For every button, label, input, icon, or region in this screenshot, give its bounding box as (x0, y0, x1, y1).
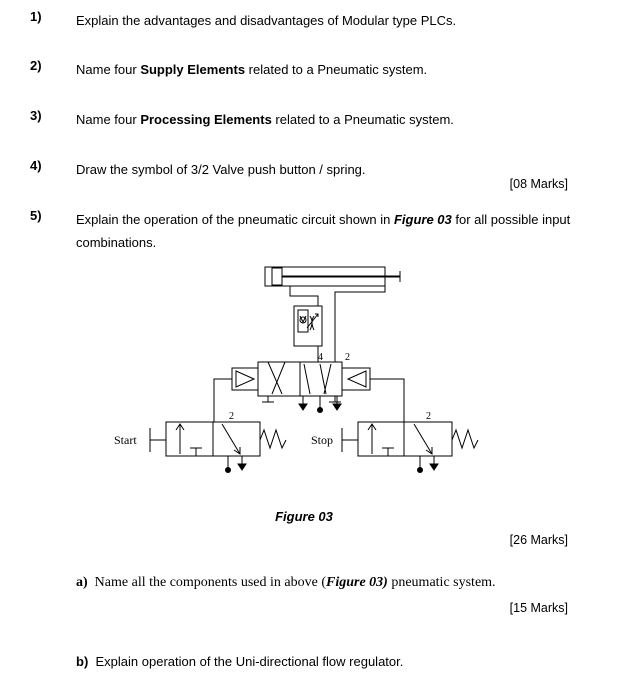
stop-valve-3-2 (341, 421, 479, 471)
marks-q1-4: [08 Marks] (509, 177, 568, 191)
question-text: Explain the operation of the pneumatic c… (76, 212, 571, 250)
figure-caption: Figure 03 (275, 509, 333, 524)
sub-question-text: Explain operation of the Uni-directional… (95, 654, 404, 669)
marks-sub-a: [15 Marks] (509, 601, 568, 615)
question-text: Name four Processing Elements related to… (76, 112, 454, 127)
question-text: Explain the advantages and disadvantages… (76, 13, 457, 28)
question-number: 2) (30, 58, 42, 73)
start-label: Start (114, 433, 137, 447)
start-valve-port-label: 2 (229, 411, 234, 422)
main-5-2-valve (231, 361, 371, 403)
marks-q5: [26 Marks] (509, 533, 568, 547)
sub-label: a) (76, 575, 88, 590)
flow-control-valve (293, 305, 323, 347)
port-2-label: 2 (345, 352, 350, 363)
stop-valve-port-label: 2 (426, 411, 431, 422)
question-number: 5) (30, 208, 42, 223)
question-number: 1) (30, 9, 42, 24)
double-acting-cylinder (264, 266, 401, 287)
question-text: Draw the symbol of 3/2 Valve push button… (76, 162, 366, 177)
sub-label: b) (76, 654, 89, 669)
question-number: 4) (30, 158, 42, 173)
sub-question-b: b) Explain operation of the Uni-directio… (76, 654, 403, 669)
start-valve-3-2 (149, 421, 287, 471)
sub-question-a: a) Name all the components used in above… (76, 575, 496, 590)
question-number: 3) (30, 108, 42, 123)
question-text: Name four Supply Elements related to a P… (76, 62, 428, 77)
port-4-label: 4 (318, 352, 323, 363)
stop-label: Stop (311, 433, 333, 447)
